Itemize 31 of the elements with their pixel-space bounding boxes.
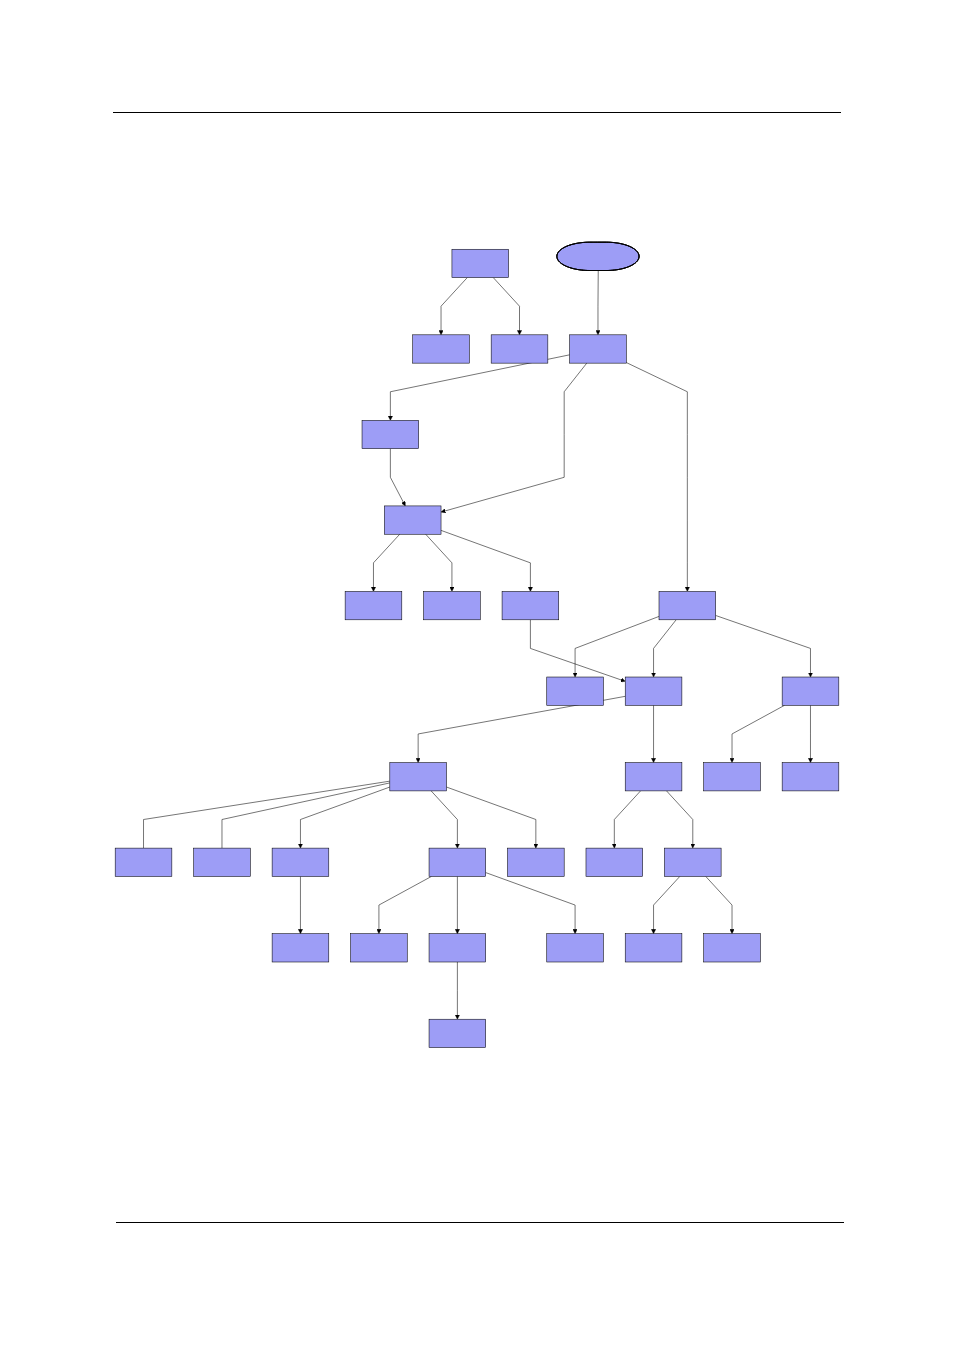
node-box [389,762,447,792]
node-box [344,591,403,621]
node-box [428,1018,486,1048]
node-box [428,847,486,877]
node-box [781,676,840,706]
node-box [624,676,683,706]
node-box [412,334,470,364]
node-box [658,591,716,621]
node-box [501,591,559,621]
node-box [451,249,509,278]
node-box [781,762,840,792]
node-box [703,933,761,963]
node-box [271,847,330,877]
node-box [624,762,683,792]
node-box [569,334,627,364]
node-box [490,334,549,364]
node-box [384,505,442,535]
node-box [361,420,419,449]
node-box [114,847,173,877]
node-box [271,933,330,963]
node-box [423,591,481,621]
node-box [428,933,486,963]
node-box [664,847,722,877]
node-box [585,847,643,877]
node-box [507,847,565,877]
node-box [546,933,604,963]
node-box [703,762,761,792]
node-box [193,847,251,877]
node-box [350,933,408,963]
node-box [624,933,683,963]
node-box [546,676,604,706]
